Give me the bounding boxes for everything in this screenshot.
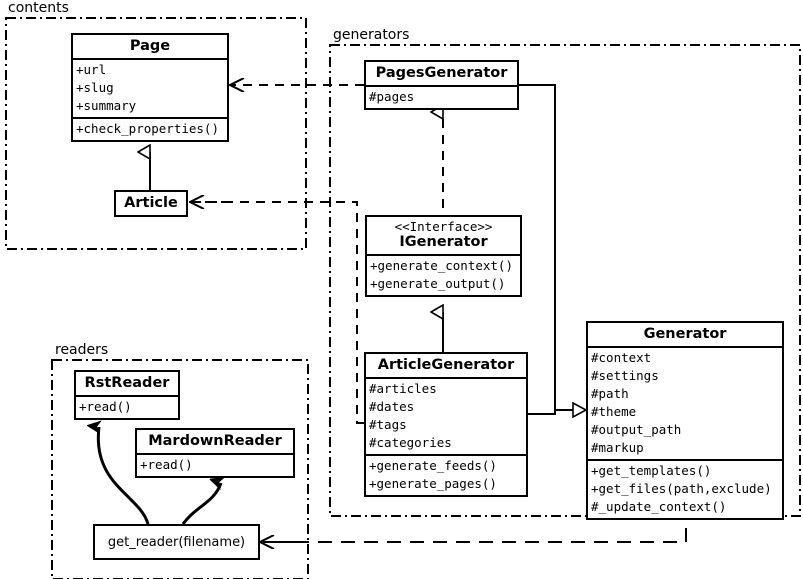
method: +get_files(path,exclude) [591, 481, 772, 497]
class-methods-generator: +get_templates() +get_files(path,exclude… [588, 459, 782, 518]
package-frame-generators [329, 44, 801, 517]
method: +generate_output() [370, 275, 506, 291]
package-label-readers: readers [53, 342, 111, 358]
attribute: #markup [591, 440, 644, 456]
attribute: #output_path [591, 422, 682, 438]
class-name-igenerator: <<Interface>> IGenerator [367, 217, 520, 254]
class-box-article-generator[interactable]: ArticleGenerator #articles #dates #tags … [364, 352, 528, 498]
method: +read() [140, 457, 193, 473]
class-name-generator: Generator [643, 326, 727, 342]
class-box-generator[interactable]: Generator #context #settings #path #them… [586, 321, 784, 521]
class-methods-igenerator: +generate_context() +generate_output() [367, 253, 520, 295]
attribute: #context [591, 350, 652, 366]
package-frame-contents [5, 17, 307, 250]
method: +generate_context() [370, 257, 513, 273]
class-methods-article-generator: +generate_feeds() +generate_pages() [366, 454, 526, 495]
class-box-pages-generator[interactable]: PagesGenerator #pages [364, 60, 519, 111]
package-frame-readers [51, 359, 309, 579]
class-attributes-article-generator: #articles #dates #tags #categories [366, 377, 526, 454]
attribute: #categories [369, 435, 452, 451]
function-node-label: get_reader(filename) [107, 534, 246, 550]
attribute: #tags [369, 417, 407, 433]
class-attributes-generator: #context #settings #path #theme #output_… [588, 346, 782, 459]
class-box-mardown-reader[interactable]: MardownReader +read() [135, 428, 295, 479]
method: +generate_pages() [369, 476, 497, 492]
class-box-rst-reader[interactable]: RstReader +read() [74, 370, 180, 421]
attribute: #path [591, 386, 629, 402]
attribute: #dates [369, 399, 415, 415]
class-attributes-pages-generator: #pages [366, 85, 517, 108]
attribute: #pages [369, 89, 415, 105]
class-name-article: Article [124, 195, 178, 211]
method: +get_templates() [591, 463, 712, 479]
package-label-generators: generators [331, 27, 412, 43]
call-getreader-to-rstreader [98, 427, 150, 525]
class-name-page: Page [129, 38, 171, 54]
class-stereotype-igenerator: <<Interface>> [394, 219, 493, 234]
method: +read() [79, 399, 132, 415]
function-node-get-reader[interactable]: get_reader(filename) [93, 524, 260, 560]
attribute: #articles [369, 381, 437, 397]
class-methods-mardown-reader: +read() [137, 453, 293, 476]
method: #_update_context() [591, 499, 727, 515]
class-box-igenerator[interactable]: <<Interface>> IGenerator +generate_conte… [365, 215, 522, 297]
class-attributes-page: +url +slug +summary [73, 58, 227, 117]
attribute: #settings [591, 368, 659, 384]
class-methods-page: +check_properties() [73, 117, 227, 140]
method: +check_properties() [76, 121, 219, 137]
class-name-article-generator: ArticleGenerator [377, 357, 515, 373]
class-name-pages-generator: PagesGenerator [375, 65, 508, 81]
dependency-articlegenerator-to-article [196, 201, 364, 424]
class-name-rst-reader: RstReader [84, 375, 170, 391]
attribute: #theme [591, 404, 637, 420]
class-methods-rst-reader: +read() [76, 395, 178, 418]
class-box-page[interactable]: Page +url +slug +summary +check_properti… [71, 33, 229, 143]
call-getreader-to-mardownreader [181, 483, 221, 525]
attribute: +slug [76, 80, 114, 96]
attribute: +summary [76, 98, 137, 114]
class-name-mardown-reader: MardownReader [148, 433, 282, 449]
package-label-contents: contents [6, 0, 71, 16]
class-box-article[interactable]: Article [114, 190, 188, 218]
attribute: +url [76, 62, 107, 78]
method: +generate_feeds() [369, 458, 497, 474]
class-name-igenerator-label: IGenerator [399, 233, 488, 250]
